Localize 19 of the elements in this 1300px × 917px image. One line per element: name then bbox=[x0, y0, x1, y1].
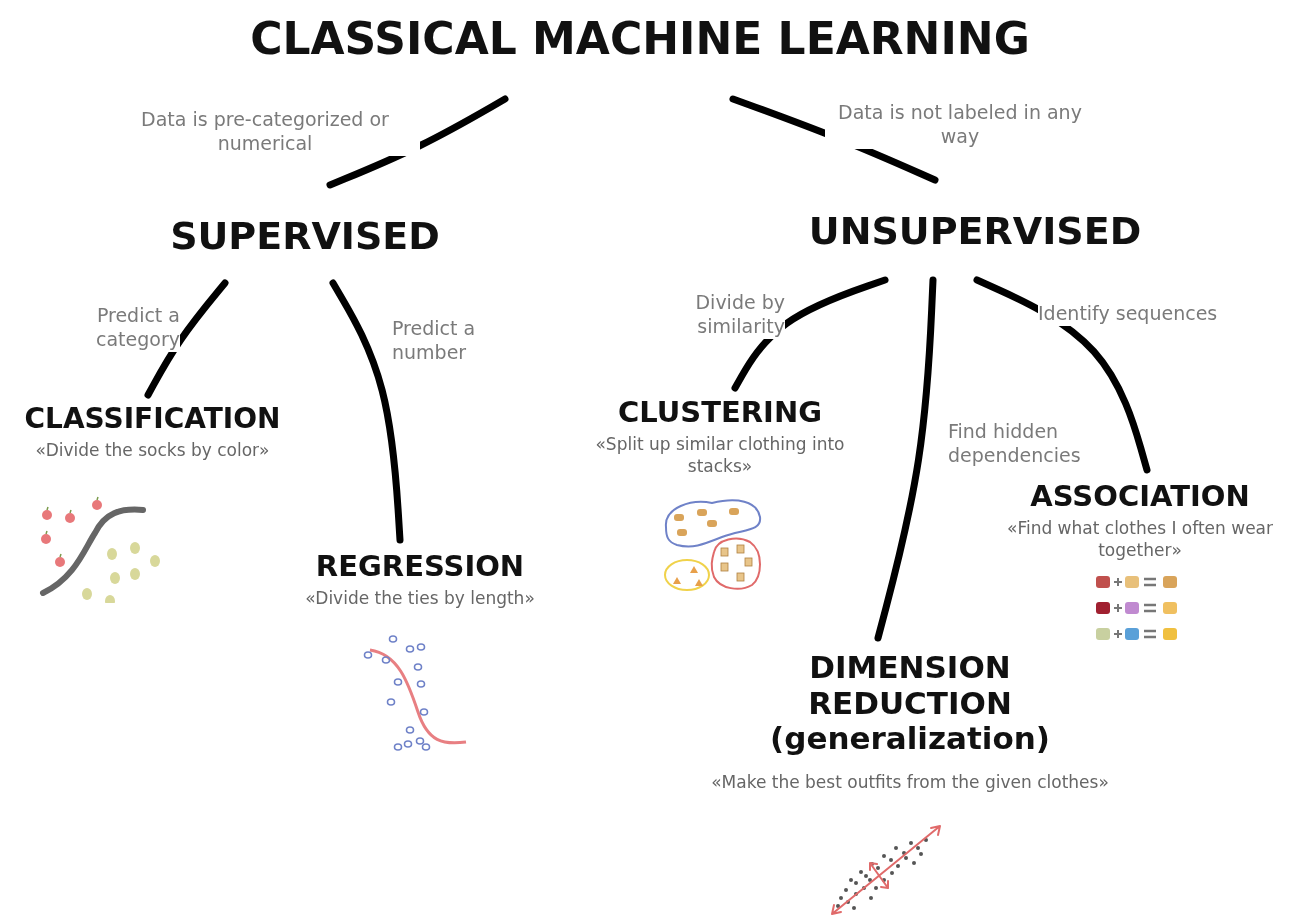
example-quote: «Divide the ties by length» bbox=[304, 587, 536, 610]
example-quote: «Find what clothes I often wear together» bbox=[1006, 517, 1274, 562]
branch-line bbox=[329, 279, 404, 544]
category-heading: UNSUPERVISED bbox=[807, 210, 1143, 254]
category-heading: REGRESSION bbox=[314, 550, 526, 584]
branch-line bbox=[973, 276, 1151, 474]
category-heading: CLUSTERING bbox=[617, 396, 823, 430]
branch-line bbox=[874, 276, 937, 642]
category-heading: ASSOCIATION bbox=[1029, 480, 1251, 514]
category-heading: SUPERVISED bbox=[169, 215, 441, 259]
example-quote: «Divide the socks by color» bbox=[34, 439, 271, 462]
example-quote: «Make the best outfits from the given clothes» bbox=[710, 770, 1110, 793]
branch-line bbox=[144, 279, 229, 399]
category-heading: DIMENSION REDUCTION (generalization) bbox=[769, 650, 1051, 757]
branch-line bbox=[326, 95, 509, 189]
branch-line bbox=[731, 276, 889, 392]
example-quote: «Split up similar clothing into stacks» bbox=[594, 433, 846, 478]
diagram-heading: CLASSICAL MACHINE LEARNING bbox=[249, 14, 1031, 65]
category-heading: CLASSIFICATION bbox=[23, 403, 282, 436]
